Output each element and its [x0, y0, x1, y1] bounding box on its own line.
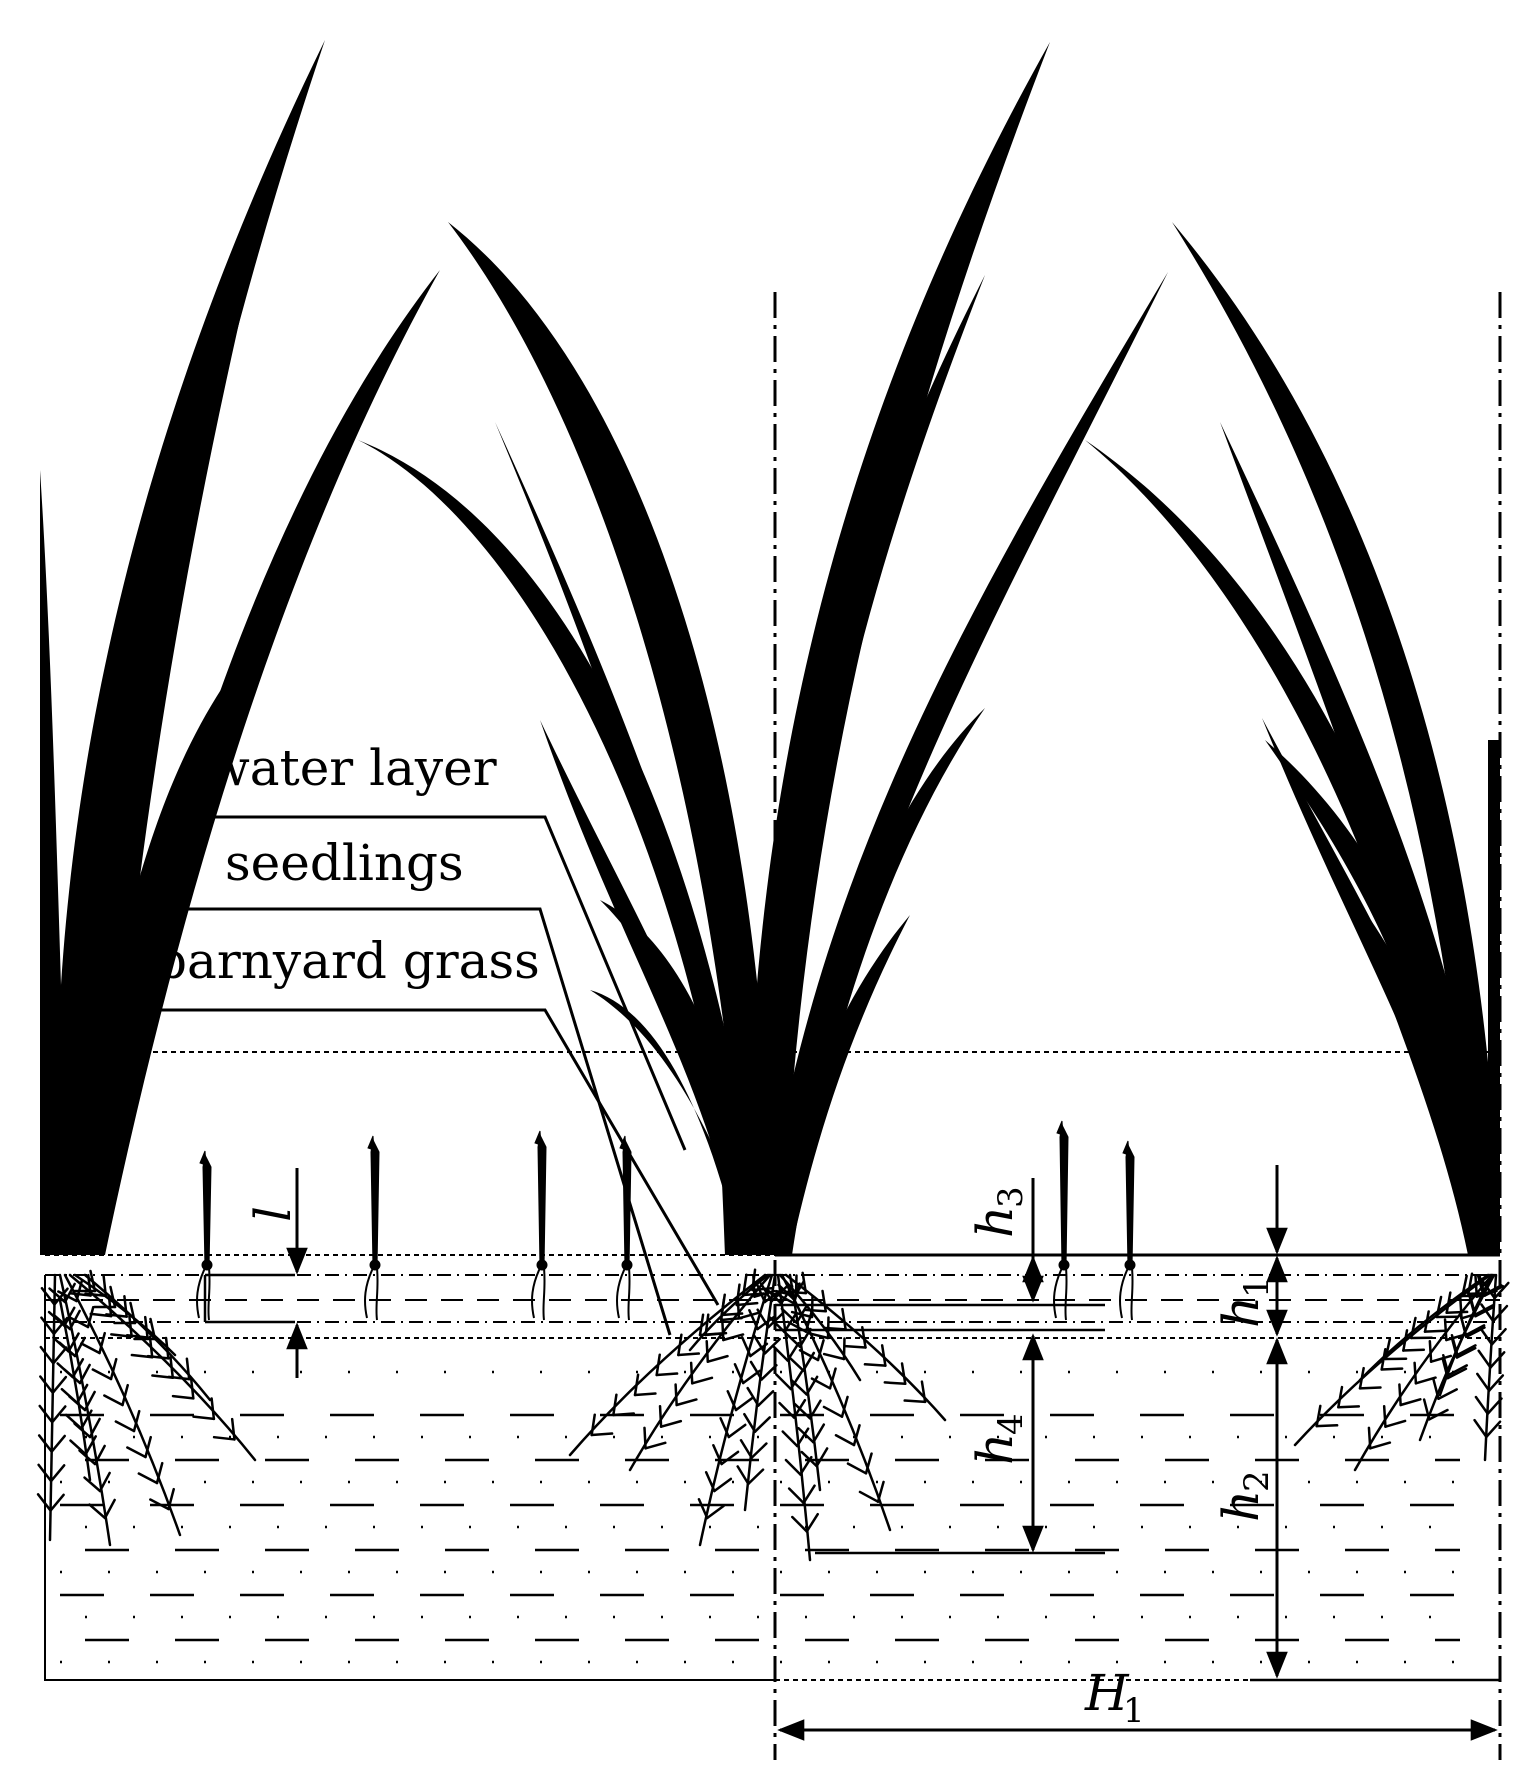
dimension-symbols: l h 3 h 4 h 1 h 2 H 1 [244, 1186, 1277, 1731]
root-left-6 [83, 1273, 212, 1402]
root-middle-9 [688, 1268, 775, 1352]
root-right-2 [1353, 1273, 1498, 1472]
root-middle-1 [568, 1273, 767, 1457]
soil-box-left [44, 1275, 775, 1681]
root-middle-6 [774, 1273, 892, 1532]
svg-text:2: 2 [1237, 1470, 1277, 1492]
plant-roots [36, 1268, 1510, 1562]
symbol-h2: h 2 [1212, 1470, 1277, 1522]
dimension-h1-h2 [1250, 1165, 1500, 1682]
svg-text:h: h [966, 1433, 1024, 1465]
barnyard-grass-sprout-2 [364, 1135, 381, 1321]
barnyard-grass-sprouts [196, 1120, 1136, 1321]
rice-plants [40, 40, 1500, 1255]
root-right-6 [1438, 1273, 1503, 1397]
barnyard-grass-label: barnyard grass [155, 932, 540, 990]
water-layer-leader [163, 815, 687, 1151]
svg-text:1: 1 [1123, 1691, 1145, 1731]
rice-plant-middle [358, 42, 1168, 1255]
seedlings-label: seedlings [225, 834, 464, 892]
root-middle-7 [784, 1271, 947, 1422]
root-left-2 [57, 1273, 182, 1537]
root-middle-2 [628, 1273, 776, 1472]
dimensions [203, 1165, 1500, 1741]
label-leaders [152, 815, 720, 1336]
dimension-h4 [775, 1328, 1105, 1555]
root-right-5 [1358, 1273, 1490, 1382]
rice-plant-right [1085, 222, 1500, 1255]
root-left-7 [47, 1298, 97, 1482]
root-left-5 [36, 1273, 69, 1542]
root-left-3 [68, 1273, 257, 1462]
svg-text:1: 1 [1237, 1276, 1277, 1298]
barnyard-grass-sprout-6 [1119, 1140, 1136, 1321]
rice-plant-left [40, 40, 440, 1255]
symbol-H1: H 1 [1084, 1664, 1145, 1731]
root-middle-5 [765, 1273, 819, 1562]
svg-text:3: 3 [991, 1186, 1031, 1208]
svg-text:4: 4 [991, 1413, 1031, 1435]
seedlings-leader [158, 907, 672, 1336]
barnyard-grass-leader [152, 1008, 720, 1306]
barnyard-grass-sprout-5 [1053, 1120, 1070, 1321]
symbol-h1: h 1 [1212, 1276, 1277, 1328]
dimension-h3 [775, 1178, 1105, 1307]
symbol-l: l [244, 1206, 302, 1222]
svg-text:H: H [1084, 1664, 1130, 1722]
labels: water layer seedlings barnyard grass [155, 739, 540, 990]
water-layer-label: water layer [207, 739, 497, 797]
root-right-4 [1473, 1273, 1510, 1462]
root-middle-10 [777, 1273, 829, 1492]
barnyard-grass-sprout-3 [531, 1130, 548, 1321]
dimension-l [203, 1168, 308, 1378]
barnyard-grass-sprout-1 [196, 1150, 213, 1321]
root-middle-4 [736, 1273, 788, 1512]
svg-text:h: h [966, 1206, 1024, 1238]
symbol-h3: h 3 [966, 1186, 1031, 1238]
svg-text:h: h [1212, 1296, 1270, 1328]
svg-text:h: h [1212, 1490, 1270, 1522]
symbol-h4: h 4 [966, 1413, 1031, 1465]
